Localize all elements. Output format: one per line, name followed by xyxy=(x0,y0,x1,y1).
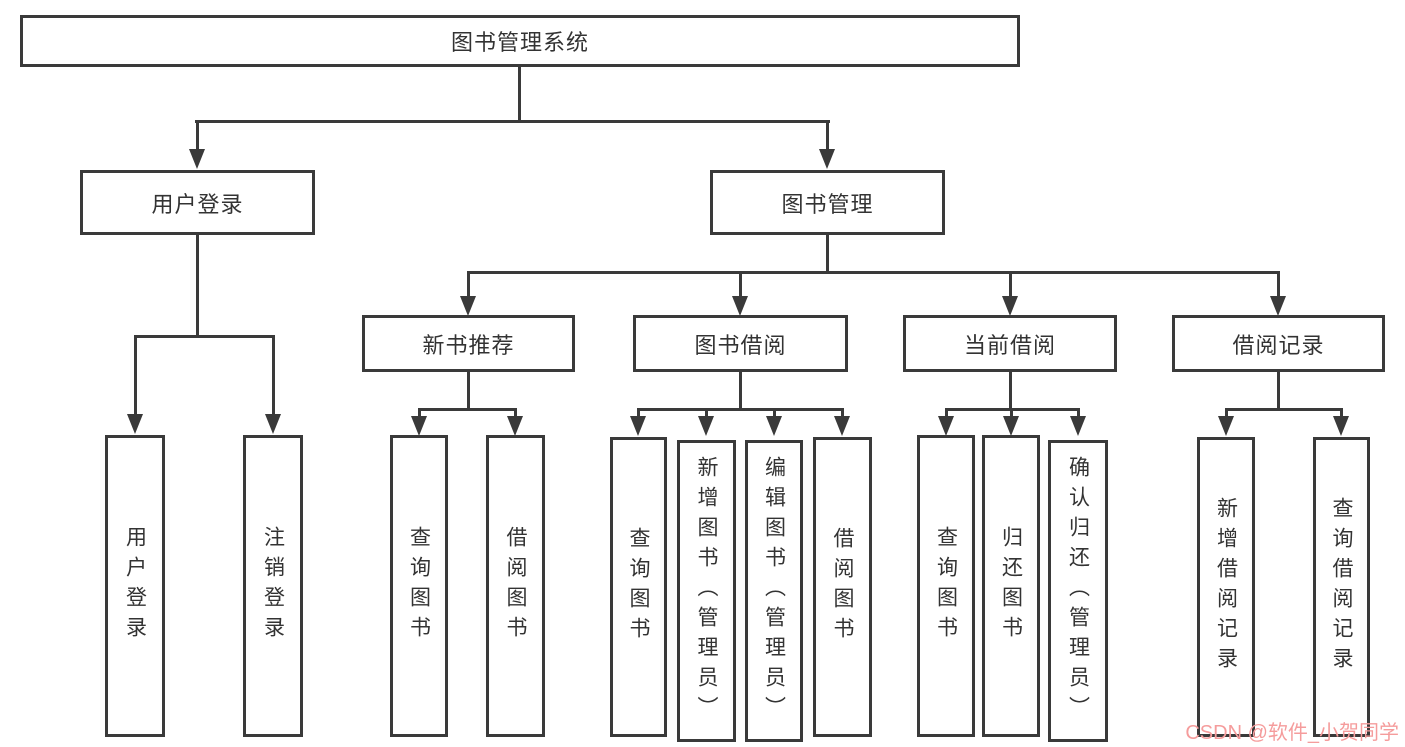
node-label: 当前借阅 xyxy=(963,332,1056,358)
connector-line xyxy=(467,372,470,410)
arrow-down-icon xyxy=(698,416,714,436)
node-label: 查询图书 xyxy=(407,526,431,646)
node-book-management: 图书管理 xyxy=(710,170,945,235)
connector-line xyxy=(637,408,640,418)
node-confirm-return-admin: 确认归还（管理员） xyxy=(1048,440,1108,742)
node-label: 用户登录 xyxy=(123,526,147,646)
node-add-books-admin: 新增图书（管理员） xyxy=(677,440,736,742)
connector-line xyxy=(518,66,521,122)
node-label: 注销登录 xyxy=(261,526,285,646)
node-query-books-borrowing: 查询图书 xyxy=(610,437,667,737)
connector-line xyxy=(1225,408,1228,418)
connector-line xyxy=(272,335,275,415)
arrow-down-icon xyxy=(766,416,782,436)
node-label: 图书管理 xyxy=(781,191,874,217)
connector-line xyxy=(1009,372,1012,410)
arrow-down-icon xyxy=(630,416,646,436)
arrow-down-icon xyxy=(1333,416,1349,436)
connector-line xyxy=(467,271,1279,274)
node-borrow-books-borrowing: 借阅图书 xyxy=(813,437,872,737)
node-label: 图书管理系统 xyxy=(450,30,589,55)
connector-line xyxy=(773,408,776,418)
arrow-down-icon xyxy=(1003,416,1019,436)
node-label: 确认归还（管理员） xyxy=(1066,456,1090,726)
node-book-borrowing: 图书借阅 xyxy=(633,315,848,372)
arrow-down-icon xyxy=(507,416,523,436)
connector-line xyxy=(467,271,470,298)
node-query-books-recommend: 查询图书 xyxy=(390,435,448,737)
node-query-borrow-record: 查询借阅记录 xyxy=(1313,437,1370,737)
arrow-down-icon xyxy=(1002,296,1018,316)
arrow-down-icon xyxy=(265,414,281,434)
node-label: 新增借阅记录 xyxy=(1214,497,1238,677)
watermark: CSDN @软件_小贺同学 xyxy=(1185,722,1399,744)
arrow-down-icon xyxy=(732,296,748,316)
arrow-down-icon xyxy=(460,296,476,316)
node-logout-leaf: 注销登录 xyxy=(243,435,303,737)
arrow-down-icon xyxy=(1218,416,1234,436)
node-current-borrowing: 当前借阅 xyxy=(903,315,1117,372)
node-user-login: 用户登录 xyxy=(80,170,315,235)
connector-line xyxy=(739,271,742,298)
connector-line xyxy=(1077,408,1080,418)
connector-line xyxy=(637,408,844,411)
arrow-down-icon xyxy=(127,414,143,434)
arrow-down-icon xyxy=(1270,296,1286,316)
node-label: 图书借阅 xyxy=(694,332,787,358)
node-label: 借阅图书 xyxy=(504,526,527,646)
connector-line xyxy=(739,372,742,410)
node-query-books-current: 查询图书 xyxy=(917,435,975,737)
connector-line xyxy=(1277,372,1280,410)
connector-line xyxy=(134,335,137,415)
node-label: 查询图书 xyxy=(934,526,958,646)
connector-line xyxy=(134,335,275,338)
node-return-books: 归还图书 xyxy=(982,435,1040,737)
node-label: 编辑图书（管理员） xyxy=(762,456,786,726)
node-add-borrow-record: 新增借阅记录 xyxy=(1197,437,1255,737)
connector-line xyxy=(1225,408,1343,411)
node-library-system: 图书管理系统 xyxy=(20,15,1020,67)
arrow-down-icon xyxy=(189,149,205,169)
connector-line xyxy=(826,120,829,150)
connector-line xyxy=(1340,408,1343,418)
arrow-down-icon xyxy=(1070,416,1086,436)
connector-line xyxy=(841,408,844,418)
arrow-down-icon xyxy=(834,416,850,436)
arrow-down-icon xyxy=(938,416,954,436)
connector-line xyxy=(1277,271,1280,298)
connector-line xyxy=(705,408,708,418)
node-edit-books-admin: 编辑图书（管理员） xyxy=(745,440,803,742)
connector-line xyxy=(1010,408,1013,418)
node-label: 借阅图书 xyxy=(831,527,854,647)
arrow-down-icon xyxy=(411,416,427,436)
node-label: 查询借阅记录 xyxy=(1330,497,1353,677)
node-new-book-recommend: 新书推荐 xyxy=(362,315,575,372)
node-user-login-leaf: 用户登录 xyxy=(105,435,165,737)
node-label: 用户登录 xyxy=(151,191,244,217)
arrow-down-icon xyxy=(819,149,835,169)
node-label: 借阅记录 xyxy=(1232,332,1325,358)
connector-line xyxy=(945,408,948,418)
node-borrowing-records: 借阅记录 xyxy=(1172,315,1385,372)
connector-line xyxy=(196,235,199,337)
node-label: 新增图书（管理员） xyxy=(695,456,718,726)
node-label: 查询图书 xyxy=(627,527,650,647)
node-borrow-books-recommend: 借阅图书 xyxy=(486,435,545,737)
connector-line xyxy=(196,120,199,150)
connector-line xyxy=(514,408,517,418)
connector-line xyxy=(826,235,829,273)
connector-line xyxy=(418,408,421,418)
node-label: 新书推荐 xyxy=(422,332,515,358)
connector-line xyxy=(418,408,517,411)
connector-line xyxy=(195,120,830,123)
connector-line xyxy=(1009,271,1012,298)
node-label: 归还图书 xyxy=(999,526,1023,646)
